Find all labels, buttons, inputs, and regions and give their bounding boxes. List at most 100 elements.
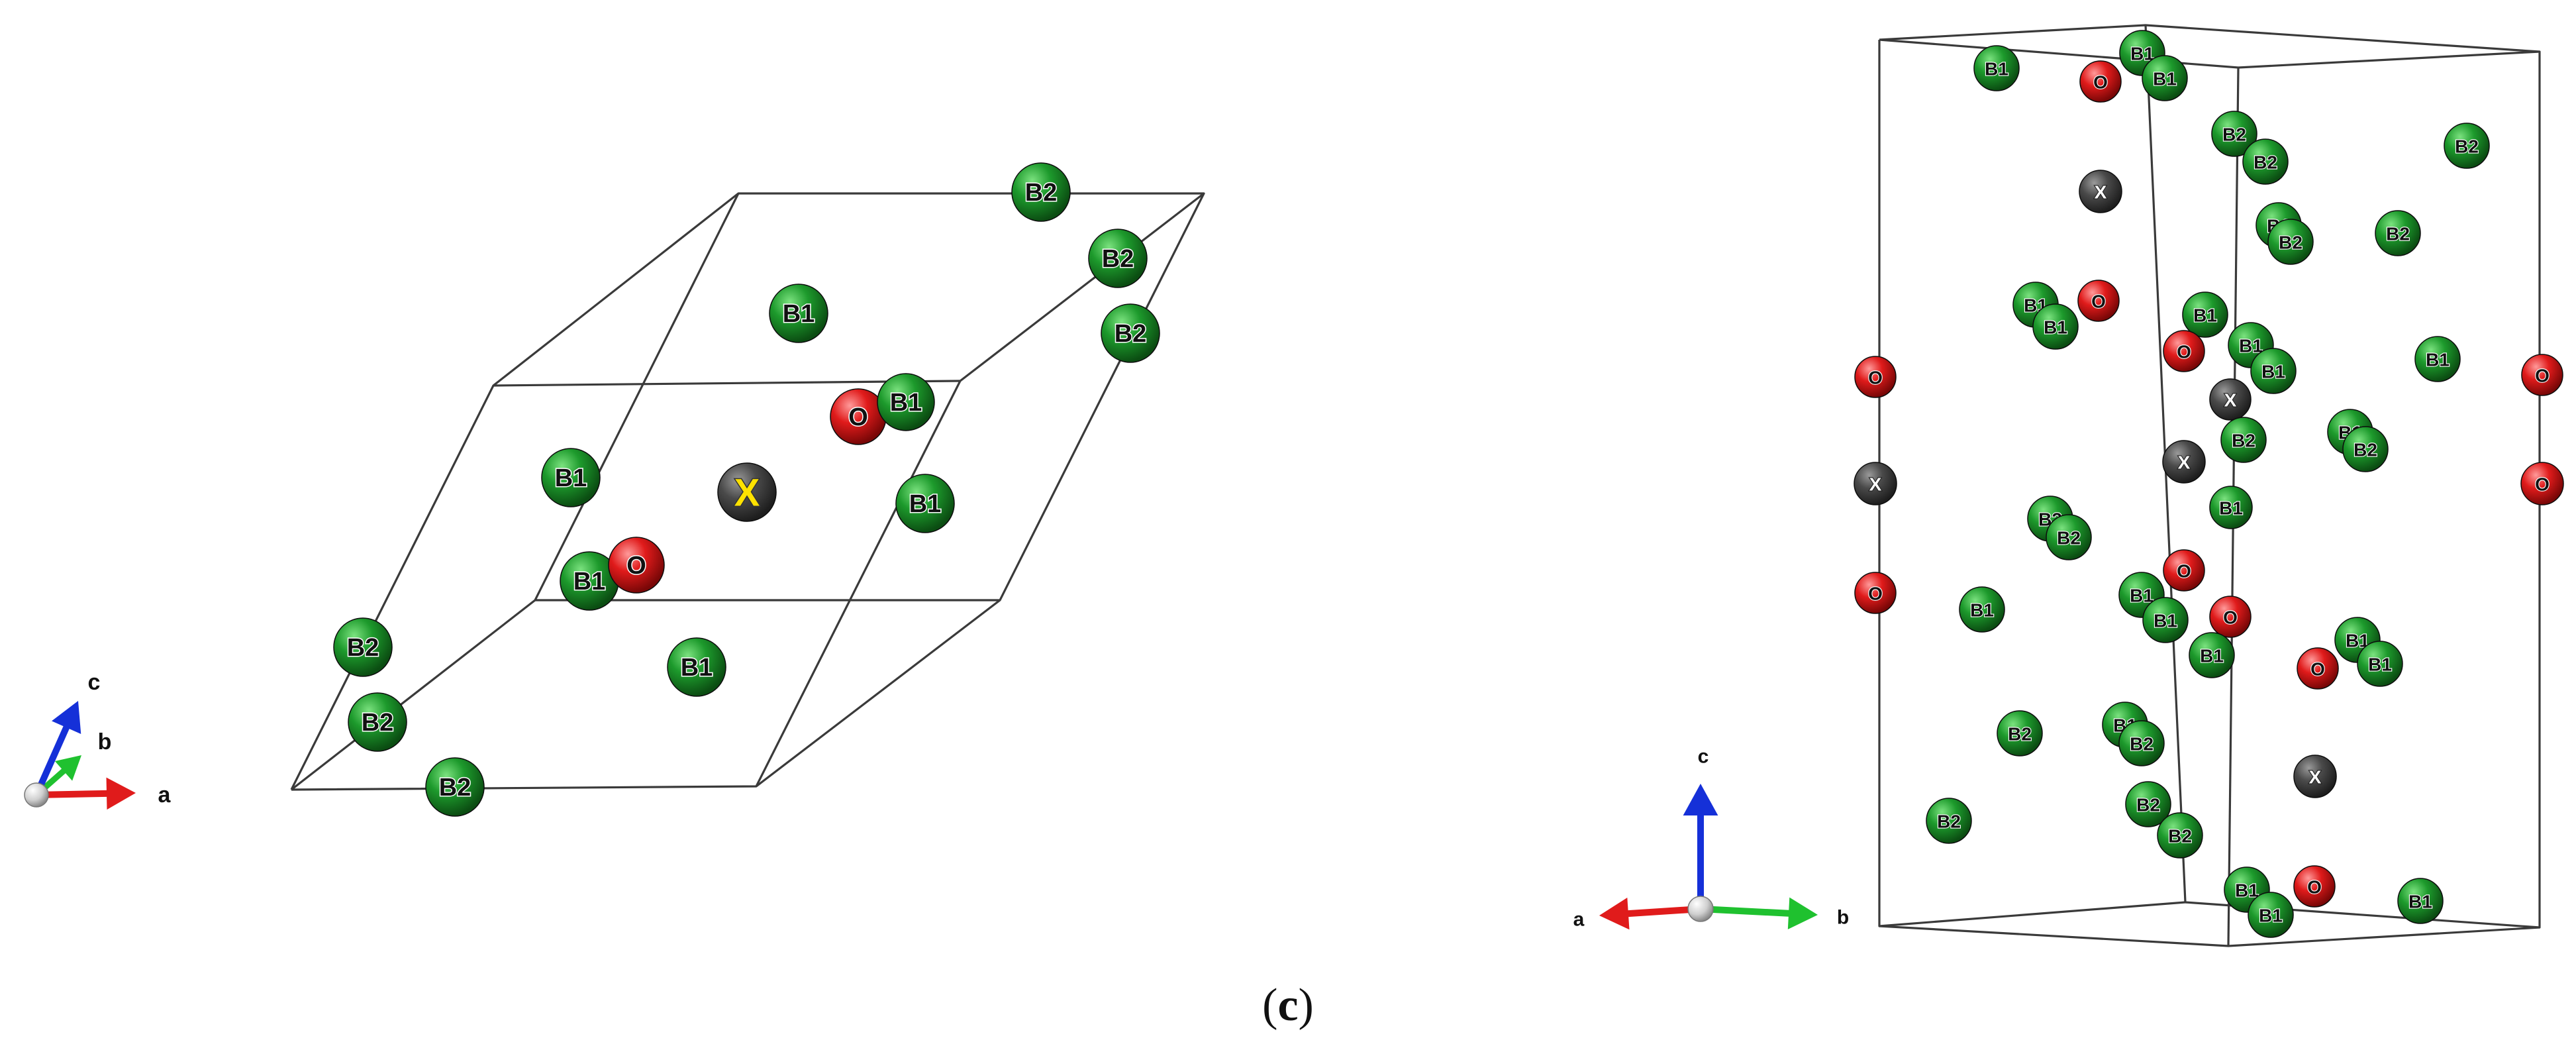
atom-label: B2	[2386, 224, 2410, 244]
atom-label: O	[2535, 474, 2550, 495]
left-axis-indicator: abc	[24, 670, 172, 810]
atom-b1: B1	[769, 284, 828, 343]
atom-label: B1	[890, 389, 922, 417]
atom-o: O	[2163, 330, 2205, 372]
atom-o: O	[2079, 60, 2122, 103]
atom-label: B1	[2235, 880, 2259, 901]
atom-o: O	[2077, 280, 2120, 322]
atom-label: B1	[2408, 892, 2432, 912]
atom-label: O	[2177, 561, 2191, 582]
atom-label: B2	[2455, 136, 2479, 157]
atom-b2: B2	[2267, 219, 2314, 265]
atom-sphere	[541, 448, 601, 507]
atom-sphere	[2209, 486, 2253, 529]
atom-sphere	[2297, 647, 2339, 690]
atom-b2: B2	[2157, 812, 2203, 859]
figure-caption: (c)	[0, 979, 2576, 1032]
atom-sphere	[2521, 354, 2563, 396]
atom-sphere	[608, 537, 665, 594]
atom-b1: B1	[541, 448, 601, 507]
atom-b2: B2	[2242, 138, 2289, 185]
atom-label: O	[848, 403, 868, 431]
atom-label: B2	[2168, 826, 2192, 847]
atom-b2: B2	[2046, 514, 2092, 560]
atom-label: O	[2223, 607, 2238, 628]
axis-b-arrow-shaft	[1697, 906, 1793, 917]
atom-sphere	[1854, 572, 1897, 614]
atom-label: B1	[2261, 362, 2285, 382]
right-unit-cell-outline	[1878, 24, 2541, 947]
atom-b1: B1	[2118, 572, 2165, 618]
atom-sphere	[2414, 336, 2461, 382]
atom-label: B2	[1937, 812, 1961, 832]
atom-sphere	[2342, 426, 2389, 472]
atom-label: O	[2535, 366, 2550, 386]
atom-sphere	[2163, 330, 2205, 372]
atom-b1: B1	[2142, 597, 2189, 643]
atom-x: X	[2162, 440, 2206, 484]
axis-c-label: c	[88, 670, 101, 695]
axis-a-arrow-head	[106, 777, 136, 810]
atom-o: O	[830, 388, 887, 445]
atom-sphere	[2157, 812, 2203, 859]
caption-open-paren: (	[1262, 980, 1278, 1031]
atom-b1: B1	[2032, 303, 2079, 350]
atom-sphere	[2444, 123, 2490, 169]
atom-label: B1	[2200, 646, 2224, 666]
atom-x: X	[2079, 170, 2122, 213]
atom-sphere	[333, 617, 393, 677]
atom-o: O	[1854, 356, 1897, 398]
atom-label: B2	[2222, 125, 2246, 145]
right-unit-cell-panel: B1B1B1OB2B2B2XB1B2B2B1B1OB1OB1B1B1OOXXB2…	[1573, 24, 2564, 947]
atom-b1: B1	[560, 551, 619, 611]
atom-label: B1	[555, 464, 587, 492]
atom-label: B1	[573, 568, 606, 596]
atom-label: O	[2177, 342, 2191, 362]
atom-b1: B1	[2250, 348, 2297, 394]
atom-b2: B2	[425, 757, 485, 817]
atom-sphere	[1854, 356, 1897, 398]
atom-b1: B1	[877, 373, 935, 431]
atom-sphere	[1088, 229, 1148, 288]
atom-sphere	[1973, 45, 2020, 91]
atom-sphere	[1997, 710, 2043, 757]
atom-sphere	[2357, 641, 2403, 687]
axis-b-label: b	[98, 729, 112, 755]
atom-sphere	[2209, 378, 2252, 421]
atom-o: O	[2209, 596, 2252, 638]
atom-label: B1	[681, 654, 713, 682]
atom-o: O	[2297, 647, 2339, 690]
atom-label: B2	[1025, 179, 1058, 207]
atom-b2: B2	[2211, 111, 2257, 157]
atom-b2: B2	[1926, 798, 1972, 844]
axis-c-arrow-head	[52, 701, 81, 735]
atom-o: O	[608, 537, 665, 594]
axis-b-arrow-head	[54, 755, 81, 781]
atom-label: X	[2095, 182, 2107, 203]
atom-sphere	[717, 462, 777, 522]
atom-label: B2	[2136, 795, 2160, 815]
atom-b1: B1	[2357, 641, 2403, 687]
atom-sphere	[2211, 111, 2257, 157]
atom-x: X	[1854, 462, 1897, 505]
atom-sphere	[2293, 755, 2337, 798]
atom-sphere	[2079, 60, 2122, 103]
atom-label: O	[2307, 877, 2322, 898]
atom-sphere	[2397, 878, 2444, 924]
atom-label: B2	[2279, 233, 2303, 253]
atom-o: O	[1854, 572, 1897, 614]
atom-label: B1	[2368, 655, 2392, 675]
atom-b2: B2	[1011, 162, 1071, 222]
right-atoms: B1B1B1OB2B2B2XB1B2B2B1B1OB1OB1B1B1OOXXB2…	[1854, 30, 2564, 938]
axis-origin	[1687, 896, 1714, 922]
axis-origin	[24, 782, 49, 808]
atom-sphere	[2220, 417, 2267, 463]
atom-b1: B1	[2142, 55, 2188, 101]
atom-sphere	[2375, 210, 2421, 256]
atom-b2: B2	[2342, 426, 2389, 472]
atom-b1: B1	[2209, 486, 2253, 529]
atom-label: B1	[1985, 59, 2008, 79]
atom-b2: B2	[1088, 229, 1148, 288]
atom-label: B2	[1102, 245, 1134, 273]
